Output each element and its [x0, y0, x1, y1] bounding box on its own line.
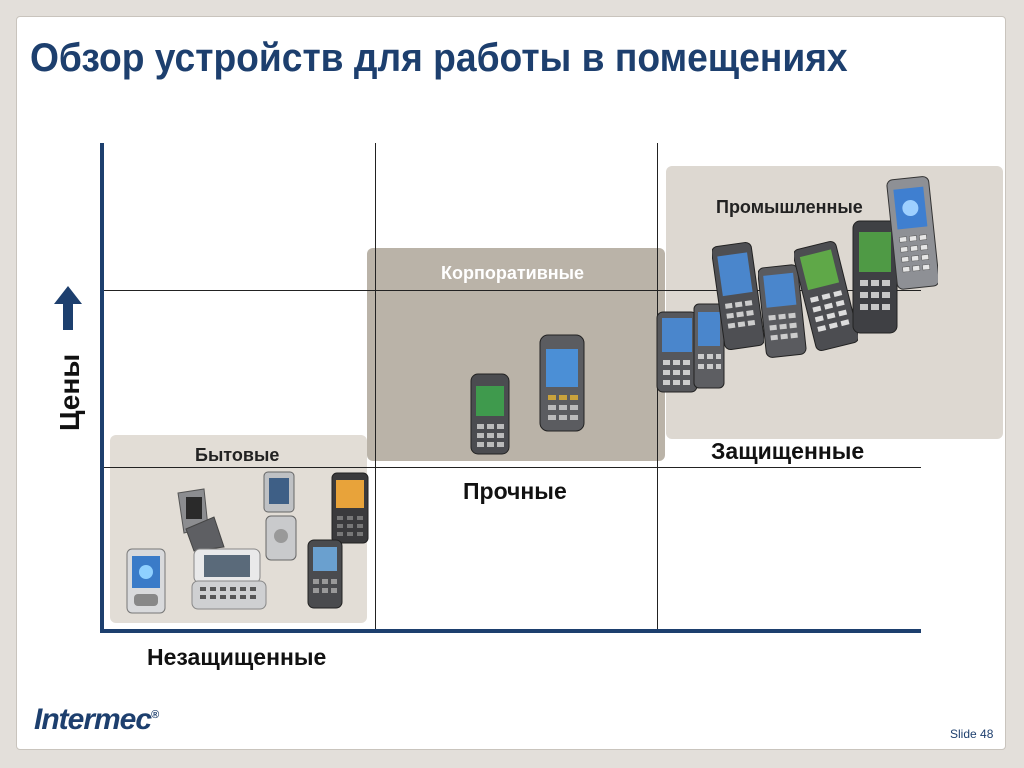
y-axis — [100, 143, 104, 632]
slide-number: Slide 48 — [950, 727, 994, 741]
flip-phone-icon — [177, 488, 225, 552]
grid-line-horizontal-1 — [100, 290, 921, 291]
x-label-rugged: Прочные — [463, 478, 567, 504]
rugged-gun-terminal-icon — [794, 240, 858, 352]
category-label-consumer: Бытовые — [195, 445, 280, 465]
corporate-handheld-icon — [470, 373, 510, 455]
arrow-up-icon — [54, 286, 82, 330]
grid-line-vertical-1 — [375, 143, 376, 631]
grid-line-horizontal-2 — [100, 467, 921, 468]
industrial-handheld-computer-icon — [852, 220, 898, 334]
rugged-handheld-icon — [656, 311, 698, 393]
smartphone-flip-icon — [263, 471, 297, 561]
windows-phone-icon — [331, 472, 369, 544]
corporate-mobile-computer-icon — [539, 334, 585, 432]
x-axis — [100, 629, 921, 633]
x-label-protected: Защищенные — [711, 438, 865, 464]
industrial-keypad-terminal-icon — [758, 264, 807, 358]
rugged-pda-icon — [693, 303, 725, 389]
candybar-phone-icon — [307, 539, 343, 609]
industrial-terminal-icon — [712, 241, 764, 351]
x-label-unprotected: Незащищенные — [147, 644, 327, 670]
slider-phone-icon — [191, 548, 267, 610]
intermec-logo: Intermec® — [34, 703, 159, 736]
industrial-mobile-computer-icon — [886, 176, 938, 290]
zone-corporate — [367, 248, 665, 461]
y-axis-label: Цены — [54, 353, 85, 431]
slide-title: Обзор устройств для работы в помещениях — [30, 36, 848, 80]
pda-device-icon — [126, 548, 166, 614]
category-label-corporate: Корпоративные — [441, 263, 585, 283]
category-label-industrial: Промышленные — [716, 197, 863, 217]
